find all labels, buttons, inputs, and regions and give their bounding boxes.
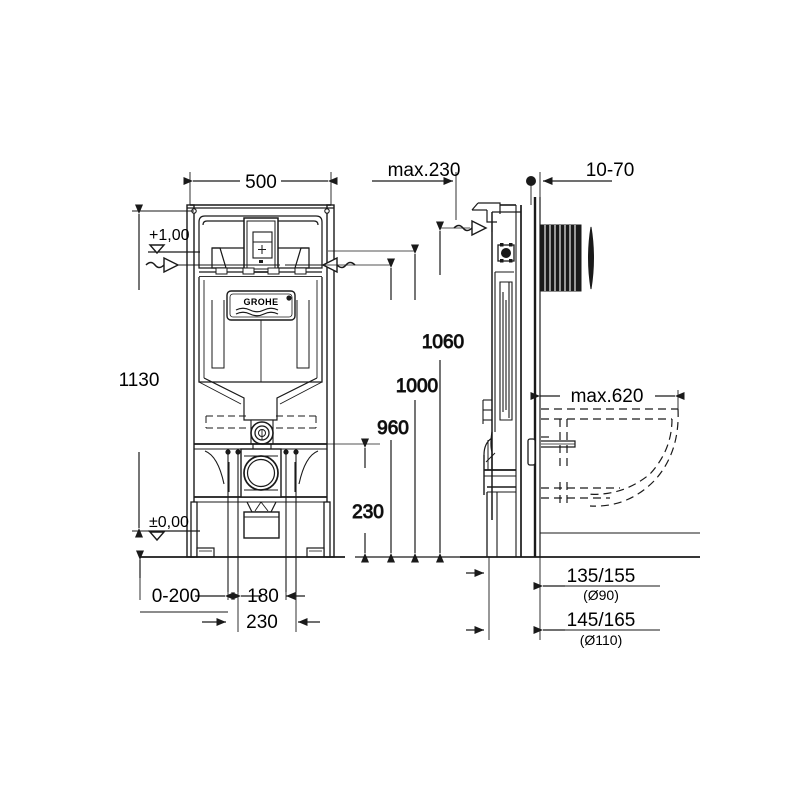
dim-label-max-230: max.230	[388, 160, 461, 181]
dim-label-max-620: max.620	[571, 386, 644, 407]
dimension-max-230: max.230	[372, 160, 460, 220]
wc-bowl-seat-detail	[541, 440, 576, 448]
grohe-logo-text: GROHE	[243, 297, 278, 307]
level-label-top: +1,00	[149, 227, 190, 244]
frame-profile-section	[471, 202, 522, 557]
dimension-180: 180	[231, 586, 305, 607]
dim-label-0-200: 0-200	[152, 586, 201, 607]
section-wavy-marker	[453, 219, 488, 237]
level-symbol-top: +1,00	[145, 227, 280, 274]
waste-outlet	[240, 448, 282, 539]
dimension-145-165: 145/165 (Ø110)	[466, 580, 660, 648]
dim-label-1130: 1130	[119, 370, 160, 391]
wc-bowl-dashed-outline	[541, 408, 679, 507]
wall-line	[533, 197, 541, 557]
curved-brackets	[204, 450, 319, 492]
dim-label-500: 500	[245, 172, 277, 193]
section-internal-detail	[494, 271, 514, 432]
front-elevation-view: GROHE	[140, 204, 345, 592]
dim-label-230-bottom: 230	[246, 612, 278, 633]
dim-label-10-70: 10-70	[586, 160, 635, 181]
dim-label-135-155: 135/155	[567, 566, 636, 587]
side-section-view	[460, 197, 700, 558]
wall-bracket	[527, 438, 536, 466]
dimension-max-620: max.620	[530, 386, 685, 412]
dimension-height-1130: 1130	[119, 204, 197, 538]
level-symbol-floor: ±0,00	[148, 514, 200, 542]
dim-label-230-right: 230	[352, 502, 384, 523]
flush-valve-module	[243, 217, 279, 273]
hidden-rail-dashed	[205, 415, 317, 429]
dim-label-1000: 1000	[396, 376, 438, 397]
dim-label-180: 180	[247, 586, 279, 607]
dimension-stack-vertical: 230 960 1000 1060	[283, 221, 470, 563]
dimension-0-200: 0-200	[135, 550, 235, 613]
rail-bolt-markers	[225, 449, 299, 455]
dimension-230-bottom: 230	[202, 612, 320, 633]
flush-actuation-plate	[540, 224, 594, 292]
dim-label-145-165: 145/165	[567, 610, 636, 631]
dim-label-dia-110: (Ø110)	[580, 632, 623, 648]
dim-label-dia-90: (Ø90)	[583, 587, 619, 603]
dimension-135-155: 135/155 (Ø90)	[466, 533, 660, 603]
dimension-width-500: 500	[183, 172, 338, 205]
dimension-10-70: 10-70	[526, 160, 634, 225]
section-lower-bend	[482, 399, 516, 557]
dim-label-1060: 1060	[422, 332, 464, 353]
level-label-floor: ±0,00	[149, 514, 189, 531]
section-valve-knob	[497, 243, 515, 263]
extension-lines	[227, 430, 297, 632]
dim-label-960: 960	[377, 418, 409, 439]
grohe-logo-plate: GROHE	[226, 290, 296, 321]
grohe-logo-dot	[286, 295, 292, 301]
